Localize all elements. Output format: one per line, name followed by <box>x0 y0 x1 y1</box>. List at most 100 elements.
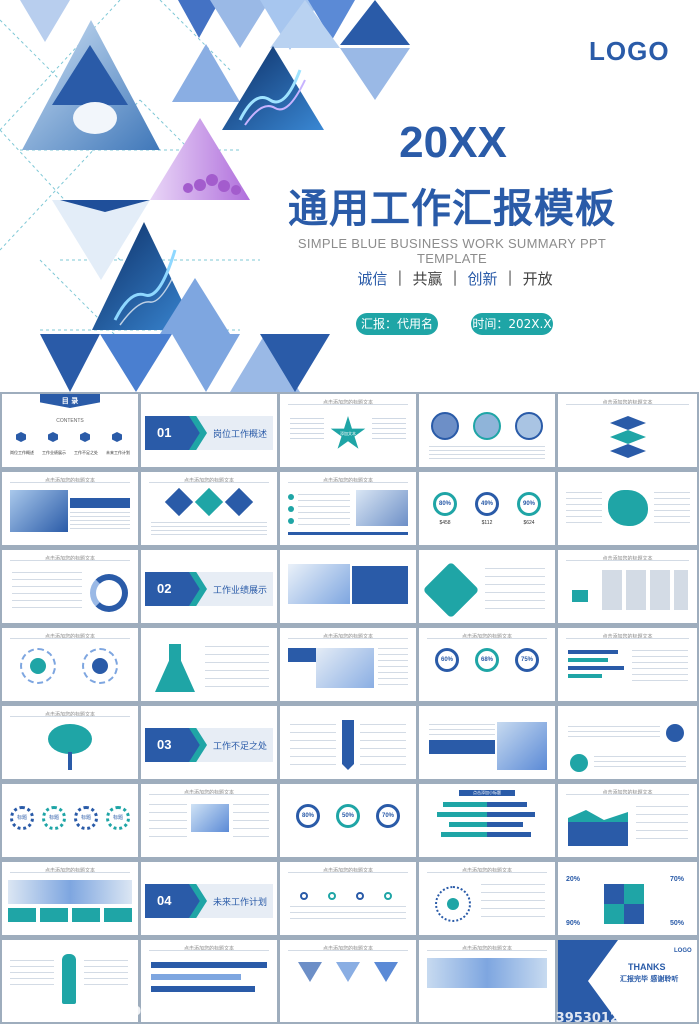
thanks-logo: LOGO <box>674 948 692 954</box>
section-number: 04 <box>157 893 172 908</box>
percent-ring: 68% <box>475 648 499 672</box>
slide-thumb[interactable] <box>558 472 697 545</box>
slide-thumb-section-03[interactable]: 03 工作不足之处 <box>141 706 277 779</box>
slide-thumb[interactable]: 点击添加您的标题文本 <box>141 472 277 545</box>
slide-thumb[interactable]: 点击添加您的标题文本 <box>280 940 416 1022</box>
slide-thumb-stats[interactable]: 80% 49% 90% $458 $112 $624 <box>419 472 555 545</box>
slide-header: 点击添加您的标题文本 <box>44 868 95 874</box>
section-number: 03 <box>157 737 172 752</box>
slide-thumb[interactable]: 点击添加您的标题文本 <box>141 940 277 1022</box>
percent-ring: 49% <box>475 492 499 516</box>
slide-thumb[interactable]: 点击添加您的标题文本 <box>2 862 138 935</box>
slide-thumbnail-grid: 目 录 CONTENTS 岗位工作概述 工作业绩展示 工作不足之处 未来工作计划… <box>0 392 699 1026</box>
center-label: 添加文本 <box>340 431 356 436</box>
cover-year: 20XX <box>399 118 507 167</box>
slide-thumb[interactable]: 点击添加您的标题文本 <box>280 472 416 545</box>
toc-title: 目 录 <box>61 397 79 405</box>
value-separator: | <box>507 268 513 286</box>
slide-header: 点击添加您的标题文本 <box>602 634 653 640</box>
toc-item: 未来工作计划 <box>106 450 130 455</box>
slide-thumb-puzzle[interactable]: 20% 70% 90% 50% <box>558 862 697 935</box>
slide-thumb[interactable]: 点击添加小标题 <box>419 784 555 857</box>
slide-thumb-section-02[interactable]: 02 工作业绩展示 <box>141 550 277 623</box>
slide-header: 点击添加您的标题文本 <box>183 478 234 484</box>
value-item: 创新 <box>467 270 498 288</box>
slide-thumb[interactable]: 点击添加您的标题文本 <box>419 940 555 1022</box>
slide-thumb[interactable] <box>419 550 555 623</box>
logo-text: LOGO <box>589 36 670 66</box>
section-number: 01 <box>157 425 172 440</box>
slide-thumb-stats[interactable]: 80% 50% 70% <box>280 784 416 857</box>
slide-header: 点击添加您的标题文本 <box>461 634 512 640</box>
slide-thumb[interactable]: 点击添加您的标题文本 <box>419 862 555 935</box>
percent-ring: 50% <box>336 804 360 828</box>
slide-thumb-section-01[interactable]: 01 岗位工作概述 <box>141 394 277 467</box>
slide-header: 点击添加您的标题文本 <box>44 634 95 640</box>
slide-thumb[interactable]: 点击添加您的标题文本 <box>280 628 416 701</box>
slide-header: 点击添加您的标题文本 <box>322 478 373 484</box>
slide-thumb-thanks[interactable]: THANKS 汇报完毕 感谢聆听 LOGO <box>558 940 697 1022</box>
thanks-subtitle: 汇报完毕 感谢聆听 <box>620 975 679 983</box>
cover-title: 通用工作汇报模板 <box>288 186 616 232</box>
slide-header: 点击添加您的标题文本 <box>602 400 653 406</box>
slide-header: 点击添加您的标题文本 <box>44 478 95 484</box>
gear-label: 标题 <box>10 806 34 830</box>
core-values: 诚信 | 共赢 | 创新 | 开放 <box>340 268 570 289</box>
amount-label: $458 <box>439 520 451 526</box>
percent-ring: 70% <box>376 804 400 828</box>
slide-thumb[interactable]: 点击添加您的标题文本 <box>558 394 697 467</box>
slide-header: 点击添加您的标题文本 <box>322 946 373 952</box>
value-item: 共赢 <box>412 270 443 288</box>
slide-thumb[interactable]: 点击添加您的标题文本 <box>2 472 138 545</box>
corner-percent: 90% <box>566 920 581 927</box>
slide-thumb-stats[interactable]: 点击添加您的标题文本 60% 68% 75% <box>419 628 555 701</box>
slide-thumb[interactable]: 点击添加您的标题文本 <box>558 628 697 701</box>
section-label: 工作业绩展示 <box>213 586 268 596</box>
amount-label: $112 <box>481 520 493 526</box>
gear-label: 标题 <box>42 806 66 830</box>
slide-thumb-toc[interactable]: 目 录 CONTENTS 岗位工作概述 工作业绩展示 工作不足之处 未来工作计划 <box>2 394 138 467</box>
slide-header: 点击添加您的标题文本 <box>461 946 512 952</box>
toc-item: 工作业绩展示 <box>42 450 66 455</box>
toc-item: 岗位工作概述 <box>10 450 34 455</box>
slide-thumb[interactable]: 点击添加您的标题文本 <box>558 784 697 857</box>
slide-header: 点击添加您的标题文本 <box>322 634 373 640</box>
slide-thumb[interactable] <box>419 394 555 467</box>
thanks-title: THANKS <box>628 962 666 972</box>
slide-thumb[interactable]: 点击添加您的标题文本 添加文本 <box>280 394 416 467</box>
slide-thumb[interactable] <box>419 706 555 779</box>
slide-thumb[interactable]: 点击添加您的标题文本 <box>2 706 138 779</box>
slide-thumb[interactable]: 点击添加您的标题文本 <box>141 784 277 857</box>
corner-percent: 50% <box>670 920 685 927</box>
cover-subtitle: SIMPLE BLUE BUSINESS WORK SUMMARY PPT TE… <box>297 236 607 266</box>
corner-percent: 70% <box>670 876 685 883</box>
value-item: 开放 <box>522 270 553 288</box>
slide-thumb[interactable]: 点击添加您的标题文本 <box>558 550 697 623</box>
percent-ring: 60% <box>435 648 459 672</box>
slide-header: 点击添加您的标题文本 <box>322 868 373 874</box>
slide-thumb[interactable] <box>2 940 138 1022</box>
section-label: 未来工作计划 <box>213 898 268 908</box>
slide-thumb-section-04[interactable]: 04 未来工作计划 <box>141 862 277 935</box>
percent-ring: 75% <box>515 648 539 672</box>
slide-thumb[interactable] <box>141 628 277 701</box>
watermark-left: 昵图网 www.nipic.com <box>10 1000 200 1019</box>
slide-thumb[interactable]: 点击添加您的标题文本 <box>280 862 416 935</box>
slide-header: 点击添加您的标题文本 <box>602 556 653 562</box>
slide-thumb-gears[interactable]: 标题 标题 标题 标题 <box>2 784 138 857</box>
slide-thumb[interactable]: 点击添加您的标题文本 <box>2 628 138 701</box>
slide-header: 点击添加您的标题文本 <box>44 556 95 562</box>
slide-header: 点击添加您的标题文本 <box>183 946 234 952</box>
reporter-pill: 汇报：代用名 <box>356 313 438 335</box>
slide-header: 点击添加您的标题文本 <box>183 790 234 796</box>
amount-label: $624 <box>523 520 535 526</box>
slide-thumb[interactable]: 点击添加您的标题文本 <box>2 550 138 623</box>
slide-thumb[interactable] <box>558 706 697 779</box>
slide-header: 点击添加您的标题文本 <box>322 400 373 406</box>
toc-label: CONTENTS <box>56 418 84 424</box>
section-label: 工作不足之处 <box>213 742 268 752</box>
slide-thumb[interactable] <box>280 550 416 623</box>
slide-thumb[interactable] <box>280 706 416 779</box>
toc-item: 工作不足之处 <box>74 450 98 455</box>
cover-slide: LOGO 20XX 通用工作汇报模板 SIMPLE BLUE BUSINESS … <box>0 0 699 392</box>
